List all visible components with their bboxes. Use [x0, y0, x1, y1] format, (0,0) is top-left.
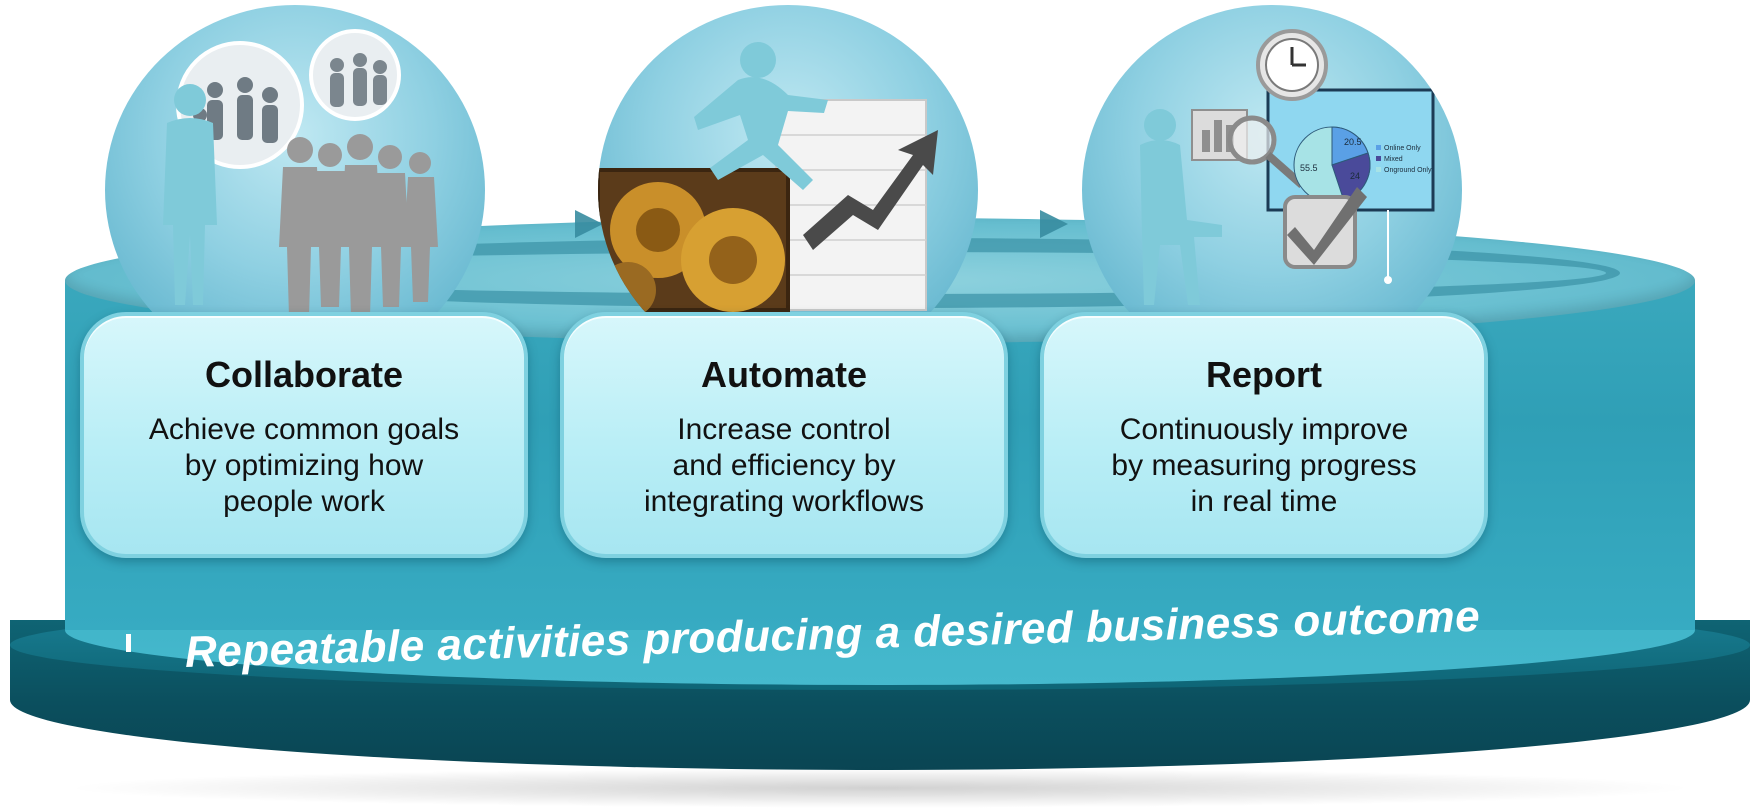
pie-legend: Online Only Mixed Onground Only [1376, 145, 1432, 174]
card-title: Collaborate [204, 354, 404, 395]
pie-chart: 20.5 55.5 24 [1293, 126, 1371, 204]
pie-label: 20.5 [1344, 137, 1362, 147]
report-card: Report Continuously improve by measuring… [1040, 312, 1488, 558]
report-dashboard-icon: 20.5 55.5 24 Online Only Mixed Onground … [1140, 29, 1435, 305]
pie-label: 55.5 [1300, 163, 1318, 173]
legend-item: Online Only [1384, 145, 1421, 152]
legend-item: Onground Only [1384, 167, 1432, 174]
card-description-line: in real time [1190, 485, 1338, 518]
card-description: Continuously improve by measuring progre… [1064, 412, 1464, 520]
card-description-line: integrating workflows [643, 485, 925, 518]
legend-item: Mixed [1384, 156, 1403, 163]
gears-and-runner-icon [598, 42, 938, 318]
card-description-line: Increase control [677, 413, 891, 446]
collaborate-card: Collaborate Achieve common goals by opti… [80, 312, 528, 558]
floor-shadow [60, 768, 1700, 808]
people-group-icon [163, 29, 438, 317]
card-description: Increase control and efficiency by integ… [584, 412, 984, 520]
card-description-line: Achieve common goals [148, 413, 460, 446]
card-description-line: people work [223, 485, 385, 518]
flow-arrow-icon [1040, 210, 1068, 238]
card-description: Achieve common goals by optimizing how p… [104, 412, 504, 520]
card-description-line: Continuously improve [1119, 413, 1409, 446]
card-title: Automate [700, 354, 867, 395]
automate-card: Automate Increase control and efficiency… [560, 312, 1008, 558]
pie-label: 24 [1350, 171, 1360, 181]
card-description-line: by measuring progress [1111, 449, 1417, 482]
tick-mark [126, 634, 131, 652]
card-description-line: by optimizing how [184, 449, 424, 482]
flow-arrow-icon [575, 210, 603, 238]
card-title: Report [1206, 354, 1322, 395]
card-description-line: and efficiency by [672, 449, 896, 482]
